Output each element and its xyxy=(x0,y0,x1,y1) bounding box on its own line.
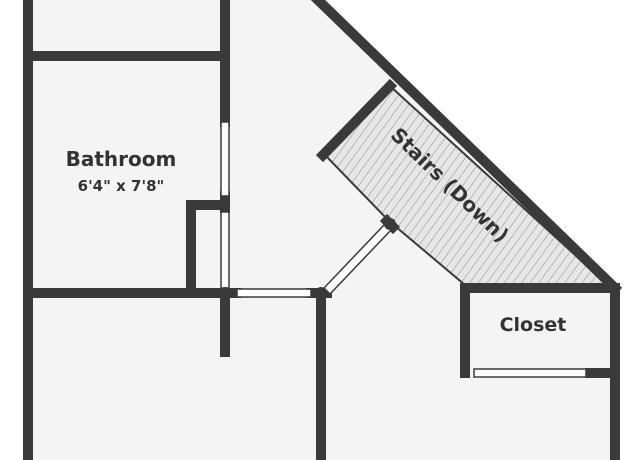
opening-bathroom-right xyxy=(220,121,230,197)
wall-diagonal-outer xyxy=(310,0,623,296)
joint-4 xyxy=(220,200,230,210)
joint-1 xyxy=(219,287,231,299)
wall-diagonal-inner-upper xyxy=(315,78,398,163)
opening-recess-right xyxy=(220,211,230,289)
opening-diagonal xyxy=(322,222,393,296)
walls xyxy=(23,0,623,460)
closet-label: Closet xyxy=(500,314,567,336)
opening-hall-bottom xyxy=(236,288,312,298)
joint-3 xyxy=(384,218,396,230)
openings xyxy=(220,121,587,378)
bathroom-label: Bathroom xyxy=(66,147,177,171)
opening-closet-bottom xyxy=(473,368,587,378)
wall-joints xyxy=(219,200,396,299)
joint-2 xyxy=(315,287,327,299)
outer-void xyxy=(318,0,640,460)
bathroom-dimensions: 6'4" x 7'8" xyxy=(78,177,165,195)
